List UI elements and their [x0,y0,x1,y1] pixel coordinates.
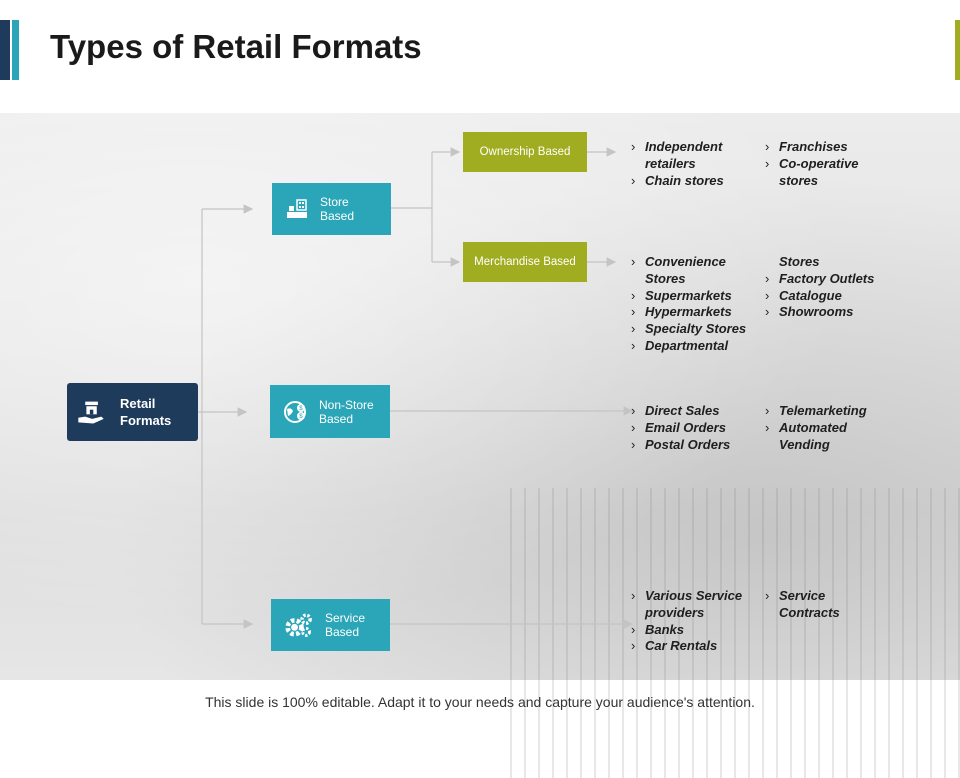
list-item: ›Co-operative [765,155,859,171]
list-item: ›Franchises [765,139,848,154]
node-store-based-label: Store Based [320,195,355,223]
list-item: Contracts [779,604,840,620]
list-item: ›Telemarketing [765,403,867,418]
list-merchandise-col2: Stores ›Factory Outlets ›Catalogue ›Show… [765,254,874,321]
node-service-based: Service Based [271,599,390,651]
list-item: ›Hypermarkets [631,304,732,320]
node-store-based: Store Based [272,183,391,235]
list-item: ›Departmental [631,337,729,353]
list-item: Stores [779,254,820,269]
list-item: stores [779,172,819,188]
list-item: ›Catalogue [765,287,842,303]
node-merchandise-based-label: Merchandise Based [474,256,576,268]
svg-text:$: $ [299,414,303,420]
list-item: ›Car Rentals [631,638,718,654]
store-icon [287,199,307,218]
list-item: ›Convenience [631,254,726,269]
accent-bar-right [955,20,960,80]
list-item: ›Service [765,588,826,603]
gears-icon [285,613,312,637]
list-item: Vending [779,436,830,452]
node-retail-formats: Retail Formats [67,383,198,441]
list-item: ›Various Service [631,588,743,603]
list-item: ›Supermarkets [631,287,732,303]
list-item: ›Direct Sales [631,403,720,418]
node-ownership-based-label: Ownership Based [479,146,571,158]
hand-shop-icon [78,401,104,424]
list-item: ›Independent [631,139,723,154]
footer-caption: This slide is 100% editable. Adapt it to… [205,694,755,710]
node-non-store-based-label: Non-Store Based [319,397,374,426]
node-merchandise-based: Merchandise Based [463,242,587,282]
list-item: ›Postal Orders [631,436,731,452]
node-non-store-based: $ $ Non-Store Based [270,385,390,438]
accent-bar-dark [0,20,10,80]
list-item: ›Email Orders [631,419,726,435]
list-item: ›Specialty Stores [631,321,747,337]
list-nonstore-col1: ›Direct Sales ›Email Orders ›Postal Orde… [631,403,730,453]
list-service-col2: ›Service Contracts [765,588,840,622]
list-item: retailers [645,155,696,171]
svg-text:$: $ [299,406,303,412]
list-ownership-col1: ›Independent retailers ›Chain stores [631,139,724,189]
connector-lines [198,147,634,629]
node-retail-formats-label: Retail Formats [120,396,172,428]
accent-bar-teal [12,20,19,80]
node-service-based-label: Service Based [325,611,366,639]
list-item: ›Showrooms [765,304,854,320]
list-item: ›Factory Outlets [765,270,875,286]
list-item: ›Chain stores [631,172,724,188]
list-nonstore-col2: ›Telemarketing ›Automated Vending [765,403,867,453]
list-service-col1: ›Various Service providers ›Banks ›Car R… [631,588,742,655]
list-ownership-col2: ›Franchises ›Co-operative stores [765,139,858,189]
list-item: providers [645,604,705,620]
node-ownership-based: Ownership Based [463,132,587,172]
page-title: Types of Retail Formats [50,28,422,65]
list-item: ›Banks [631,621,685,637]
list-item: Stores [645,270,686,286]
list-merchandise-col1: ›Convenience Stores ›Supermarkets ›Hyper… [631,254,746,355]
list-item: ›Automated [765,419,847,435]
globe-dollar-icon: $ $ [284,400,306,423]
